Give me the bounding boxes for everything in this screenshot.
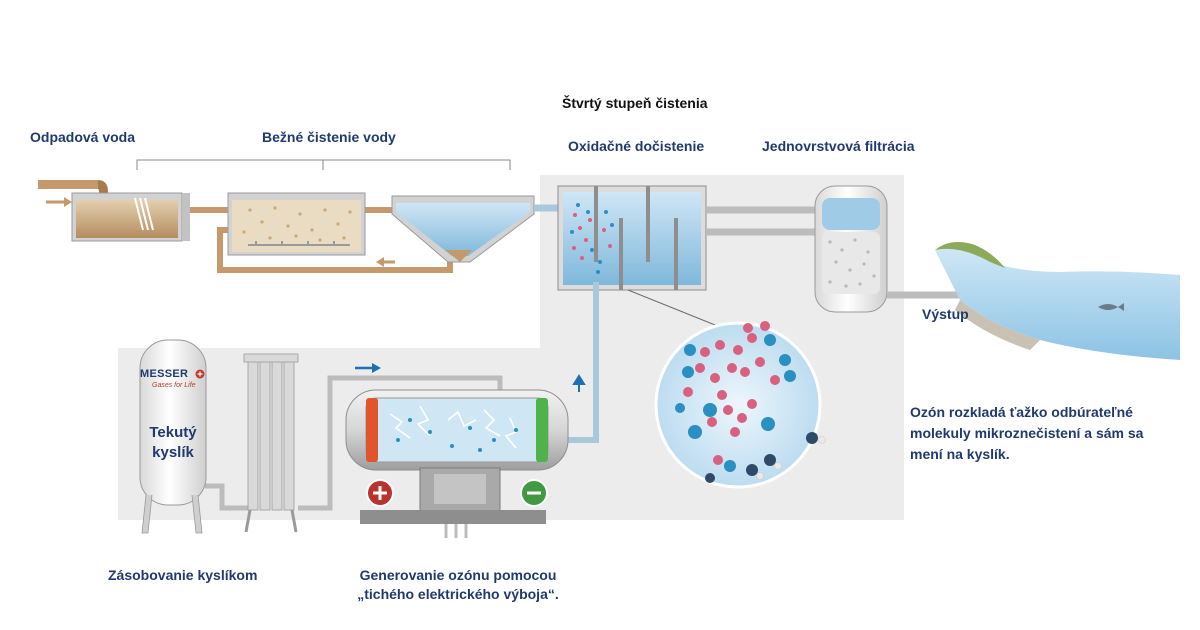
screening-basin xyxy=(71,192,190,242)
brand-name: MESSER xyxy=(140,368,189,380)
molecule-zoom-circle xyxy=(654,321,826,489)
receiving-water xyxy=(935,242,1180,360)
vaporizer xyxy=(243,353,299,533)
label-ozone-generation-line2: „tichého elektrického výboja“. xyxy=(357,586,559,602)
filter-vessel xyxy=(814,185,888,313)
ozone-generator xyxy=(345,389,569,538)
label-wastewater: Odpadová voda xyxy=(30,129,136,145)
label-single-layer-filtration: Jednovrstvová filtrácia xyxy=(762,138,915,154)
label-oxidative-polishing: Oxidačné dočistenie xyxy=(568,138,705,154)
ozone-up-arrow-icon xyxy=(572,374,586,392)
brand-tagline: Gases for Life xyxy=(152,382,196,389)
label-ozone-generation: Generovanie ozónu pomocou „tichého elekt… xyxy=(330,566,586,604)
arrow-right-icon xyxy=(64,197,72,207)
ozone-feed-pipe xyxy=(568,282,599,443)
label-fourth-stage: Štvrtý stupeň čistenia xyxy=(562,95,708,111)
fish-icon xyxy=(1098,303,1124,311)
clarifier-basin xyxy=(391,195,535,263)
label-ozone-generation-line1: Generovanie ozónu pomocou xyxy=(359,567,557,583)
label-liquid-oxygen-line2: kyslík xyxy=(152,444,194,461)
ozonation-tank xyxy=(557,185,707,291)
label-ozone-note: Ozón rozkladá ťažko odbúrateľné molekuly… xyxy=(910,404,1144,462)
return-arrow-head xyxy=(376,257,384,267)
minus-icon xyxy=(520,479,548,507)
label-oxygen-supply: Zásobovanie kyslíkom xyxy=(108,567,258,583)
aeration-basin xyxy=(227,192,366,256)
sludge-pipes xyxy=(190,207,453,273)
oxygen-flow-arrow-head xyxy=(372,363,381,373)
oxygen-pipes xyxy=(205,375,503,511)
plus-icon xyxy=(366,479,394,507)
conventional-bracket xyxy=(136,159,511,170)
label-liquid-oxygen: Tekutý kyslík xyxy=(140,423,206,463)
label-conventional-treatment: Bežné čistenie vody xyxy=(262,129,396,145)
label-output: Výstup xyxy=(922,306,969,322)
filter-feed-pipes xyxy=(706,206,815,236)
label-liquid-oxygen-line1: Tekutý xyxy=(149,424,197,441)
liquid-oxygen-tank xyxy=(139,339,207,534)
